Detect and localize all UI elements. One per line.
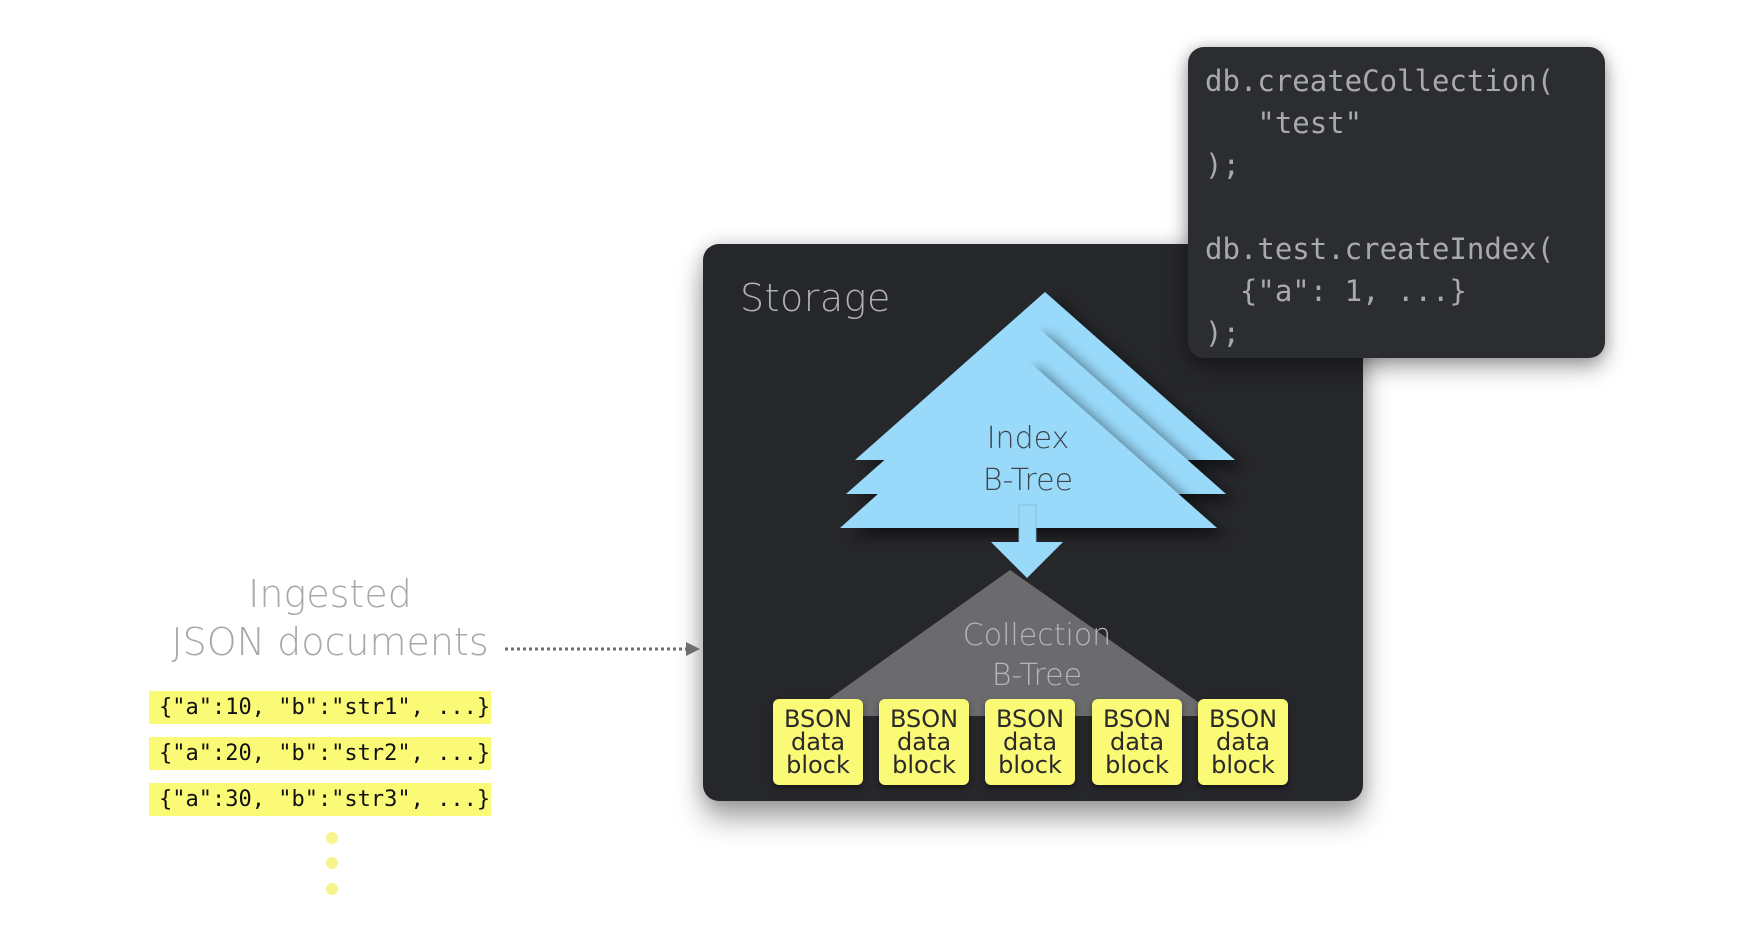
code-line: {"a": 1, ...} xyxy=(1205,274,1467,308)
bson-block-line2: data xyxy=(1109,727,1165,756)
bson-block-line2: data xyxy=(1215,727,1271,756)
code-line: db.createCollection( xyxy=(1205,64,1555,98)
json-document-row: {"a":20, "b":"str2", ...} xyxy=(149,737,491,770)
bson-block-line2: data xyxy=(896,727,952,756)
bson-block-line3: block xyxy=(892,750,956,779)
code-line: db.test.createIndex( xyxy=(1205,232,1555,266)
code-snippet: db.createCollection( "test" ); db.test.c… xyxy=(1205,60,1554,354)
bson-block-line1: BSON xyxy=(1102,704,1172,733)
collection-btree-label-line1: Collection xyxy=(963,618,1111,653)
ingest-title-line2: JSON documents xyxy=(171,620,489,664)
ellipsis-dot-icon xyxy=(326,857,338,869)
json-document-row: {"a":30, "b":"str3", ...} xyxy=(149,783,491,816)
bson-data-block: BSON data block xyxy=(879,699,969,785)
code-line: ); xyxy=(1205,316,1240,350)
bson-block-line1: BSON xyxy=(995,704,1065,733)
collection-btree-triangle xyxy=(805,570,1218,716)
index-btree-label-line2: B-Tree xyxy=(983,463,1073,498)
code-line: ); xyxy=(1205,148,1240,182)
ellipsis-dot-icon xyxy=(326,832,338,844)
bson-block-line3: block xyxy=(1211,750,1275,779)
bson-block-line3: block xyxy=(786,750,850,779)
bson-block-line3: block xyxy=(998,750,1062,779)
bson-block-line2: data xyxy=(790,727,846,756)
json-document-row: {"a":10, "b":"str1", ...} xyxy=(149,691,491,724)
ingest-title-line1: Ingested xyxy=(248,572,412,616)
bson-block-line2: data xyxy=(1002,727,1058,756)
collection-btree-label-line2: B-Tree xyxy=(992,658,1082,693)
code-panel xyxy=(1188,47,1605,358)
index-btree-label-line1: Index xyxy=(987,421,1070,456)
storage-title: Storage xyxy=(740,276,891,320)
code-line: "test" xyxy=(1205,106,1363,140)
index-btree-layer-front xyxy=(840,360,1217,528)
bson-data-block: BSON data block xyxy=(1198,699,1288,785)
ingest-arrow-icon xyxy=(505,642,700,656)
bson-data-block: BSON data block xyxy=(985,699,1075,785)
bson-block-line3: block xyxy=(1105,750,1169,779)
ingest-title: Ingested JSON documents xyxy=(130,570,530,666)
bson-block-line1: BSON xyxy=(1208,704,1278,733)
bson-block-line1: BSON xyxy=(783,704,853,733)
bson-block-line1: BSON xyxy=(889,704,959,733)
index-to-collection-arrow-icon xyxy=(991,504,1063,578)
bson-data-block: BSON data block xyxy=(1092,699,1182,785)
ellipsis-dot-icon xyxy=(326,883,338,895)
bson-data-block: BSON data block xyxy=(773,699,863,785)
